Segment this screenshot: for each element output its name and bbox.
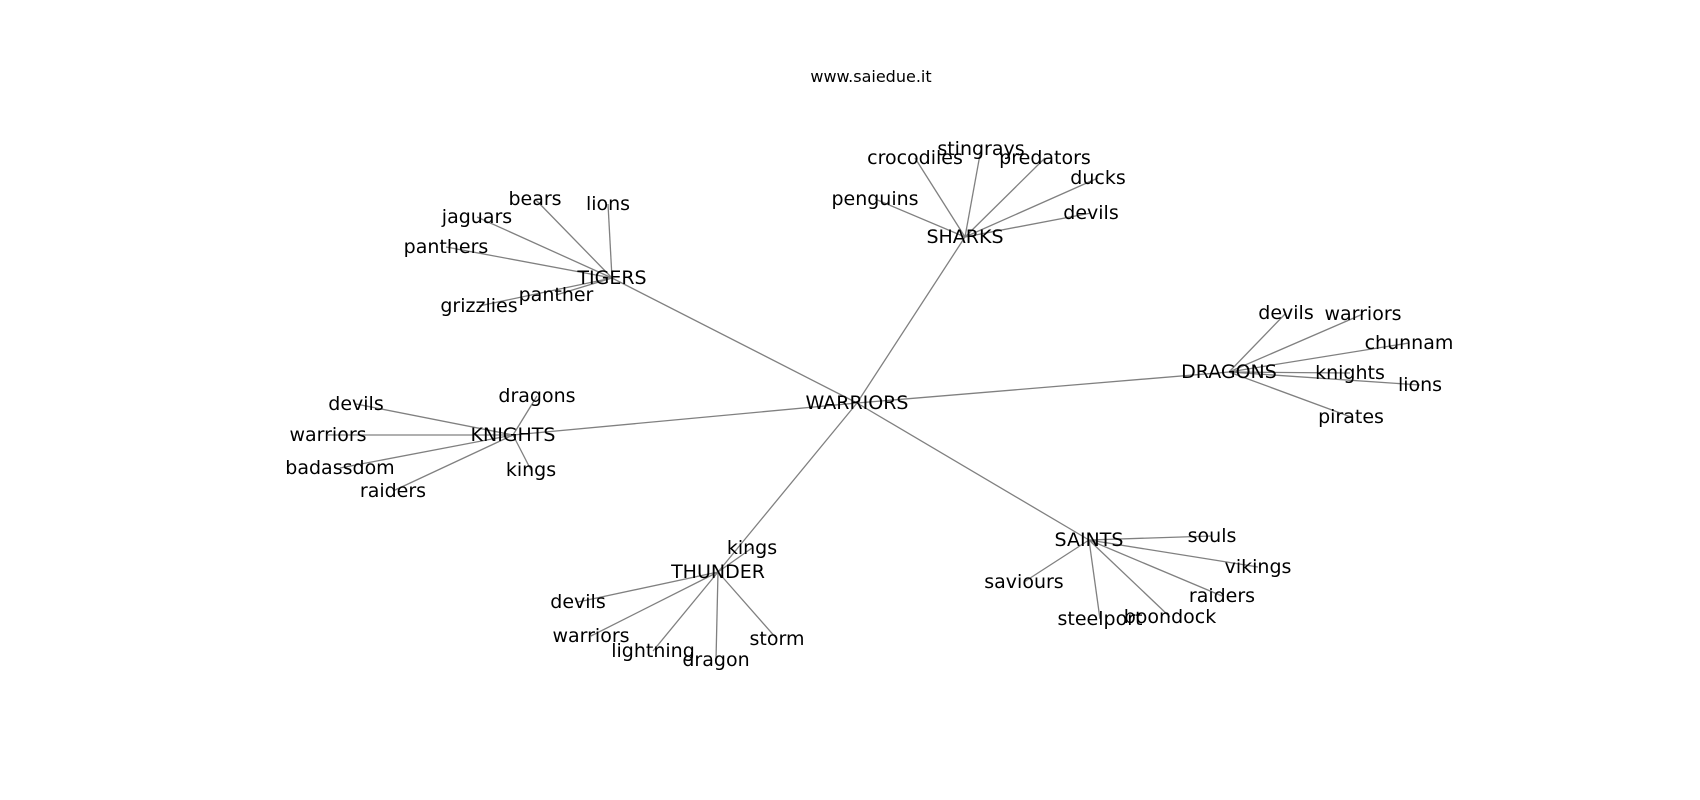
edge-warriors-hub-to-thunder [717,402,858,573]
node-label-saints-saviours: saviours [984,571,1063,593]
edge-knights-to-knights-kings [512,434,532,471]
edge-thunder-to-thunder-dragon [715,571,719,661]
node-label-sharks-penguins: penguins [831,188,918,210]
edge-thunder-to-thunder-storm [717,571,778,640]
edge-tigers-to-tigers-bears [534,198,613,279]
node-label-thunder-storm: storm [750,628,805,650]
node-label-saints-steelport: steelport [1058,608,1143,630]
node-label-knights: KNIGHTS [471,424,556,446]
edge-sharks-to-sharks-crocodiles [914,157,966,238]
node-label-thunder-lightning: lightning [611,640,695,662]
edge-knights-to-knights-dragons [512,395,538,436]
node-label-tigers-panthers: panthers [404,236,489,258]
node-label-saints: SAINTS [1055,529,1124,551]
edge-tigers-to-tigers-panthers [445,246,613,279]
edge-knights-to-knights-badassdom [339,434,514,469]
edge-thunder-to-thunder-devils [577,571,719,603]
node-label-thunder-devils: devils [550,591,605,613]
node-label-tigers-lions: lions [586,193,630,215]
edge-dragons-to-dragons-chunnam [1228,342,1410,373]
node-label-tigers-jaguars: jaguars [441,206,512,228]
node-label-thunder: THUNDER [670,561,765,583]
node-label-warriors-hub: WARRIORS [806,392,909,414]
node-label-saints-souls: souls [1188,525,1237,547]
edge-thunder-to-thunder-kings [717,547,753,573]
edges-layer [328,148,1421,661]
edge-warriors-hub-to-saints [856,402,1090,541]
edge-thunder-to-thunder-lightning [652,571,719,652]
node-label-thunder-dragon: dragon [682,649,749,671]
node-label-sharks-ducks: ducks [1070,167,1125,189]
edge-dragons-to-dragons-pirates [1228,371,1352,418]
edge-sharks-to-sharks-predators [964,157,1046,238]
edge-saints-to-saints-saviours [1023,539,1090,583]
node-label-dragons-knights: knights [1315,362,1385,384]
node-label-sharks-stingrays: stingrays [937,138,1024,160]
edge-tigers-to-tigers-grizzlies [478,277,613,307]
node-label-dragons-lions: lions [1398,374,1442,396]
node-label-sharks-crocodiles: crocodiles [867,147,963,169]
node-label-thunder-kings: kings [727,537,777,559]
edge-dragons-to-dragons-warriors [1228,313,1364,373]
edge-warriors-hub-to-dragons [856,371,1230,404]
node-label-knights-warriors: warriors [289,424,366,446]
node-label-tigers-bears: bears [508,188,561,210]
node-label-tigers: TIGERS [576,267,646,289]
node-label-dragons-pirates: pirates [1318,406,1384,428]
edge-tigers-to-tigers-jaguars [476,216,613,279]
edge-sharks-to-sharks-devils [964,212,1092,238]
node-label-knights-kings: kings [506,459,556,481]
edge-saints-to-saints-souls [1088,535,1213,541]
edge-saints-to-saints-steelport [1088,539,1101,620]
edge-saints-to-saints-raiders [1088,539,1223,597]
edge-warriors-hub-to-sharks [856,236,966,404]
labels-layer: WARRIORS SHARKS TIGERS DRAGONS KNIGHTS THUNDE… [285,138,1453,671]
node-label-saints-raiders: raiders [1189,585,1255,607]
node-label-sharks-predators: predators [999,147,1091,169]
node-label-sharks-devils: devils [1063,202,1118,224]
edge-saints-to-saints-boondock [1088,539,1171,618]
node-label-tigers-panther: panther [519,284,594,306]
node-label-knights-badassdom: badassdom [285,457,394,479]
node-label-knights-dragons: dragons [498,385,575,407]
edge-warriors-hub-to-tigers [611,277,858,404]
node-label-dragons-chunnam: chunnam [1365,332,1454,354]
node-label-saints-vikings: vikings [1225,556,1292,578]
edge-knights-to-knights-raiders [392,434,514,492]
edge-saints-to-saints-vikings [1088,539,1259,568]
site-title: www.saiedue.it [810,67,931,86]
edge-warriors-hub-to-knights [512,402,858,436]
edge-knights-to-knights-devils [355,403,514,436]
edge-tigers-to-tigers-panther [555,277,613,296]
node-label-dragons-devils: devils [1258,302,1313,324]
edge-thunder-to-thunder-warriors [590,571,719,637]
node-label-knights-devils: devils [328,393,383,415]
edge-sharks-to-sharks-penguins [874,198,966,238]
edge-dragons-to-dragons-lions [1228,371,1421,386]
edge-sharks-to-sharks-ducks [964,177,1099,238]
node-label-dragons: DRAGONS [1181,361,1277,383]
edge-dragons-to-dragons-devils [1228,312,1287,373]
node-label-sharks: SHARKS [926,226,1003,248]
node-label-tigers-grizzlies: grizzlies [440,295,517,317]
edge-sharks-to-sharks-stingrays [964,148,982,238]
edge-tigers-to-tigers-lions [607,203,613,279]
node-label-knights-raiders: raiders [360,480,426,502]
node-label-saints-boondock: boondock [1124,606,1217,628]
node-label-thunder-warriors: warriors [552,625,629,647]
edge-dragons-to-dragons-knights [1228,371,1351,374]
node-label-dragons-warriors: warriors [1324,303,1401,325]
